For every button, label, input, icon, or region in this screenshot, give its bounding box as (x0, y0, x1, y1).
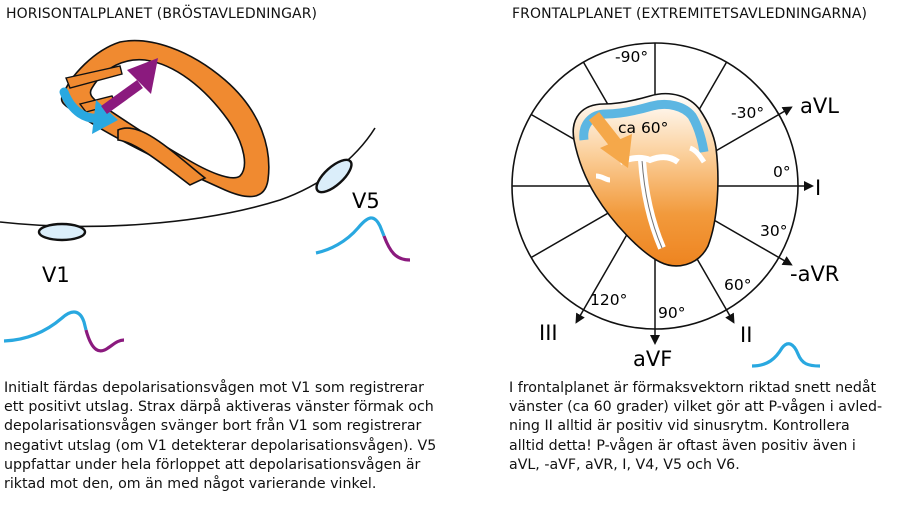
frontal-plane-title: FRONTALPLANET (EXTREMITETSAVLEDNINGARNA) (512, 6, 868, 22)
lead-iii-label: III (539, 321, 558, 345)
v5-waveform (315, 216, 411, 262)
text-line: depolarisationsvågen svänger bort från V… (4, 418, 422, 435)
text-line: vänster (ca 60 grader) vilket gör att P-… (509, 399, 883, 416)
lead-i-label: I (815, 176, 821, 200)
angle-0: 0° (773, 163, 791, 181)
lead-avf-label: aVF (633, 347, 672, 371)
frontal-description: I frontalplanet är förmaksvektorn riktad… (509, 379, 901, 475)
blue-depolarization-arrow (59, 87, 118, 134)
atrial-vector-arrow (588, 111, 632, 168)
text-line: alltid detta! P-vågen är oftast även pos… (509, 437, 856, 454)
text-line: I frontalplanet är förmaksvektorn riktad… (509, 380, 877, 396)
text-line: ning II alltid är positiv vid sinusrytm.… (509, 418, 850, 435)
angle-30: 30° (760, 222, 787, 240)
horizontal-plane-title: HORISONTALPLANET (BRÖSTAVLEDNINGAR) (6, 6, 318, 22)
angle-120: 120° (590, 291, 627, 309)
vector-angle-label: ca 60° (618, 119, 668, 137)
angle-minus-90: -90° (615, 48, 648, 66)
v5-electrode (315, 158, 353, 194)
horizontal-plane-diagram: V1 V5 (0, 39, 411, 353)
v5-label: V5 (352, 189, 380, 213)
text-line: negativt utslag (om V1 detekterar depola… (4, 437, 437, 454)
lead-minus-avr-label: -aVR (790, 262, 839, 286)
text-line: uppfattar under hela förloppet att depol… (4, 456, 421, 473)
angle-60: 60° (724, 276, 751, 294)
v1-label: V1 (42, 263, 70, 287)
v1-waveform (3, 310, 125, 353)
lead-ii-label: II (740, 323, 752, 347)
text-line: aVL, -aVF, aVR, I, V4, V5 och V6. (509, 456, 740, 473)
angle-90: 90° (658, 304, 685, 322)
angle-minus-30: -30° (731, 104, 764, 122)
v1-electrode (37, 222, 87, 242)
purple-depolarization-arrow (101, 58, 158, 115)
text-line: Initialt färdas depolarisationsvågen mot… (4, 380, 424, 396)
text-line: riktad mot den, om än med något varieran… (4, 476, 377, 493)
lead-ii-p-wave (751, 342, 821, 368)
text-line: ett positivt utslag. Strax därpå aktiver… (4, 399, 434, 416)
heart-horizontal (60, 39, 270, 198)
lead-avl-label: aVL (800, 94, 839, 118)
frontal-plane-diagram: ca 60° -90° -30° 0° 30° 60° 90° 120° aVL… (511, 42, 839, 371)
horizontal-description: Initialt färdas depolarisationsvågen mot… (4, 379, 466, 494)
